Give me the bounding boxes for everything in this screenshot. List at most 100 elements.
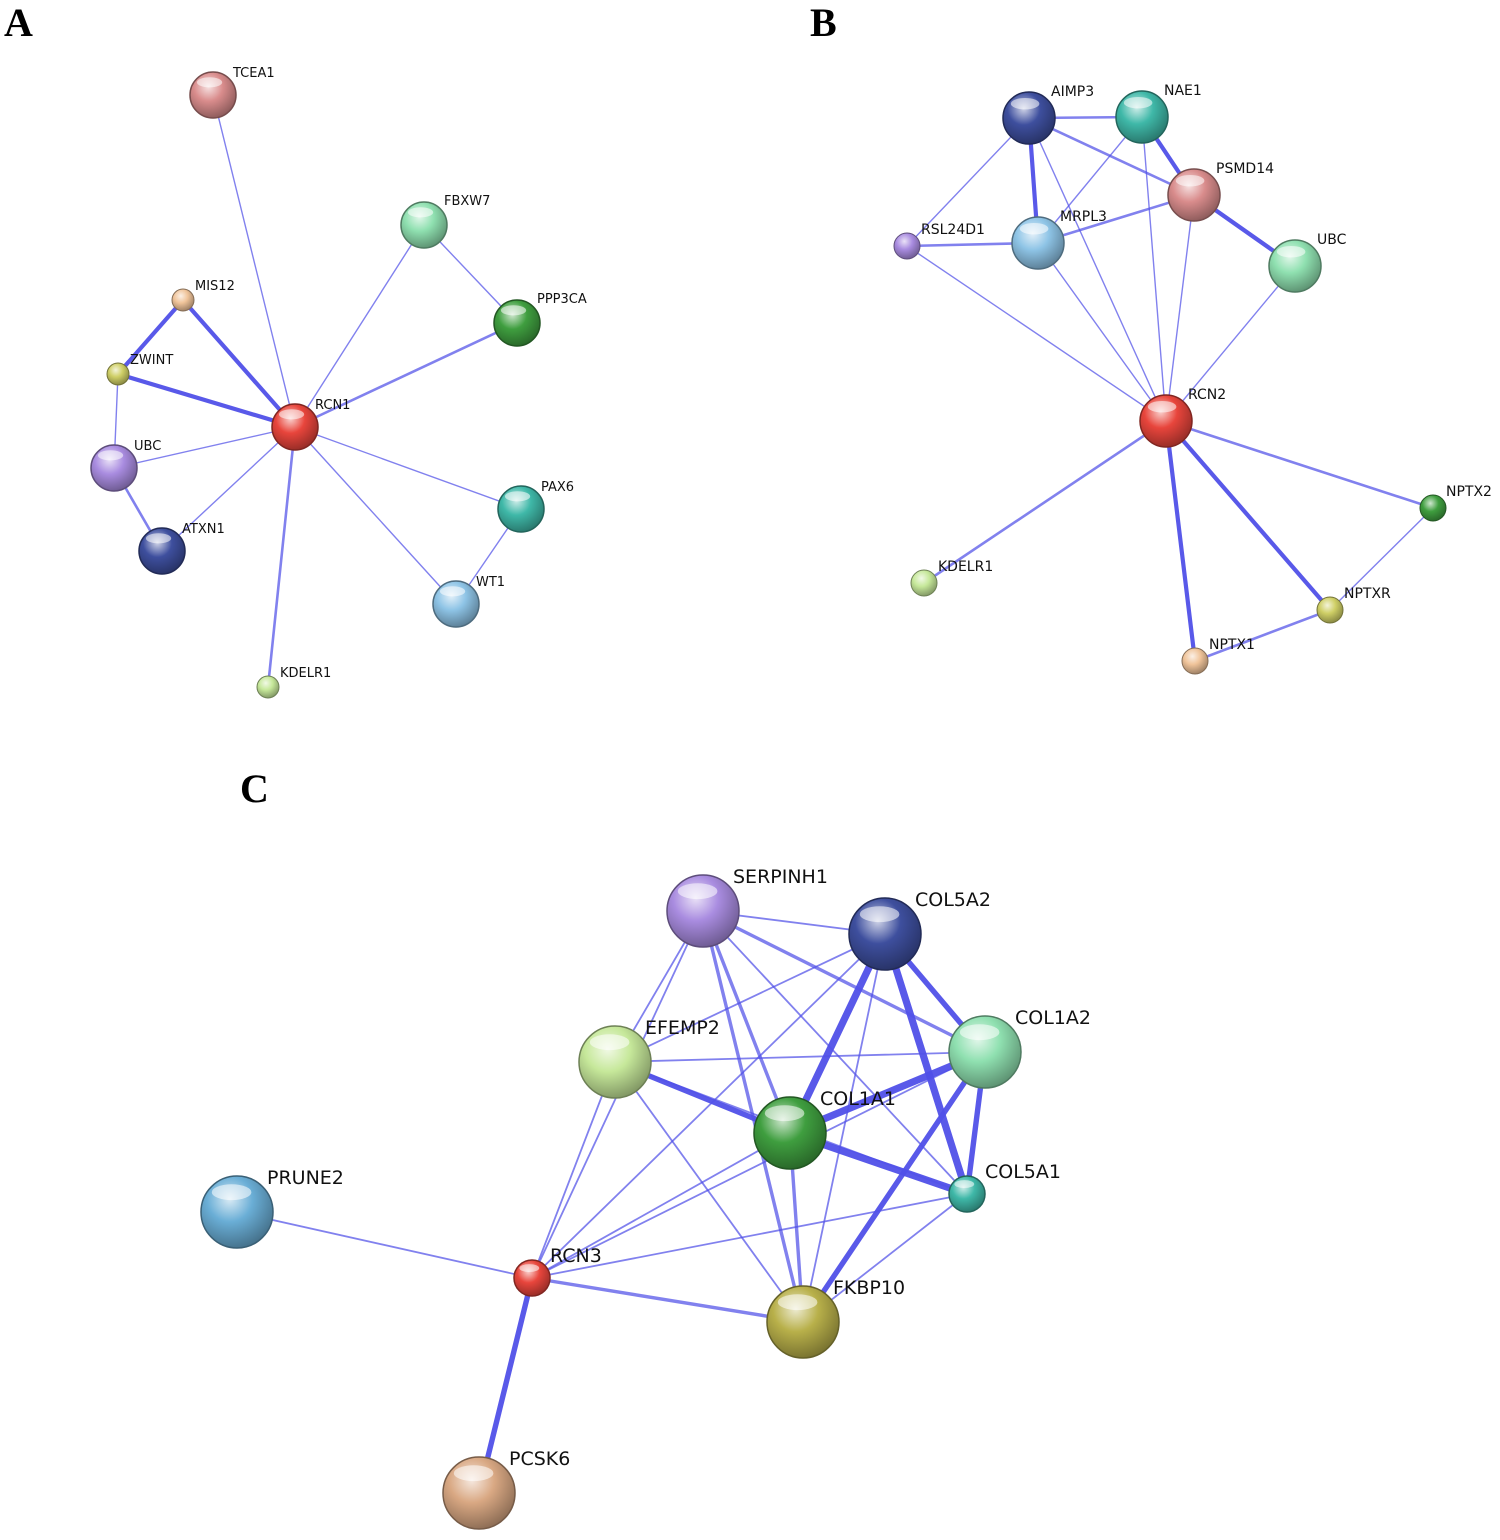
panel-c-node-fkbp10-label: FKBP10 (833, 1277, 905, 1299)
panel-a-edge-rcn1-tcea1 (212, 94, 296, 428)
panel-c-node-col5a1[interactable]: COL5A1 (948, 1161, 1061, 1213)
panel-b-node-rcn2[interactable]: RCN2 (1139, 387, 1226, 448)
panel-b-node-rsl24d1[interactable]: RSL24D1 (893, 222, 985, 260)
panel-a-node-rcn1-label: RCN1 (315, 398, 350, 413)
panel-a-node-rcn1-highlight (278, 409, 305, 420)
panel-a-node-fbxw7[interactable]: FBXW7 (400, 194, 490, 249)
panel-b-edge-psmd14-rcn2 (1165, 194, 1195, 422)
panel-c-node-rcn3[interactable]: RCN3 (513, 1245, 602, 1297)
panel-c-node-col5a2[interactable]: COL5A2 (848, 889, 991, 971)
panel-c-node-pcsk6-highlight (453, 1465, 494, 1482)
panel-a-node-mis12[interactable]: MIS12 (171, 279, 235, 312)
panel-c-node-fkbp10-highlight (777, 1294, 818, 1311)
panel-a-node-atxn1[interactable]: ATXN1 (138, 522, 225, 575)
panel-a-node-ubc[interactable]: UBC (90, 439, 161, 492)
panel-c-edge-col5a2-fkbp10 (802, 933, 886, 1323)
panel-b-node-nptx1-label: NPTX1 (1209, 637, 1255, 653)
panel-b-node-rsl24d1-label: RSL24D1 (921, 222, 985, 238)
panel-b-node-ubc-highlight (1276, 245, 1306, 258)
panel-b-node-aimp3-label: AIMP3 (1051, 84, 1094, 100)
panel-b-node-kdelr1-sphere[interactable] (910, 569, 938, 597)
panel-b-node-kdelr1-label: KDELR1 (938, 559, 993, 575)
panel-c-edge-serpinh1-col1a1 (701, 909, 792, 1135)
panel-a-node-tcea1-label: TCEA1 (232, 66, 275, 81)
panel-b-edge-nae1-rcn2 (1141, 116, 1167, 422)
panel-c-node-fkbp10[interactable]: FKBP10 (766, 1277, 905, 1359)
panel-a-node-kdelr1-sphere[interactable] (256, 675, 280, 699)
panel-a-node-atxn1-label: ATXN1 (182, 522, 225, 537)
panel-b-edge-rcn2-nptxr (1163, 418, 1333, 613)
panel-b-node-nptx2[interactable]: NPTX2 (1419, 484, 1492, 522)
panel-b-node-psmd14-label: PSMD14 (1216, 161, 1274, 177)
panel-c-node-serpinh1-label: SERPINH1 (733, 866, 828, 888)
panel-c-node-col1a2-highlight (959, 1024, 1000, 1041)
panel-a-node-zwint-label: ZWINT (130, 353, 173, 368)
panel-c-node-rcn3-highlight (519, 1264, 540, 1273)
panel-a-node-rcn1[interactable]: RCN1 (271, 398, 350, 451)
panel-c-node-col1a1-highlight (764, 1105, 805, 1122)
panel-a-node-mis12-sphere[interactable] (171, 288, 195, 312)
panel-a-edge-rcn1-mis12 (180, 297, 298, 430)
panel-a-node-pax6[interactable]: PAX6 (497, 480, 574, 533)
panel-a-node-atxn1-highlight (145, 533, 172, 544)
panel-a-node-kdelr1[interactable]: KDELR1 (256, 666, 331, 699)
panel-c-node-col5a2-highlight (859, 906, 900, 923)
panel-a-node-zwint-sphere[interactable] (106, 362, 130, 386)
panel-a-edge-rcn1-fbxw7 (294, 224, 425, 428)
panel-c-edge-serpinh1-col1a2 (701, 909, 987, 1054)
panel-a-edge-mis12-zwint (115, 297, 186, 377)
panel-b-edge-aimp3-rcn2 (1028, 117, 1167, 422)
panel-a-node-zwint[interactable]: ZWINT (106, 353, 173, 386)
panel-b-node-psmd14[interactable]: PSMD14 (1167, 161, 1274, 222)
panel-b-node-rsl24d1-sphere[interactable] (893, 232, 921, 260)
panel-a-node-mis12-label: MIS12 (195, 279, 235, 294)
panel-c-node-serpinh1[interactable]: SERPINH1 (666, 866, 828, 948)
panel-a-edge-rcn1-kdelr1 (266, 425, 297, 689)
panel-b-node-nptxr-sphere[interactable] (1316, 596, 1344, 624)
panel-b-node-nptx1-sphere[interactable] (1181, 647, 1209, 675)
panel-a-node-ppp3ca-label: PPP3CA (537, 292, 587, 307)
panel-c-letter: C (240, 766, 269, 811)
panel-b-node-nptxr-label: NPTXR (1344, 586, 1391, 602)
panel-b-edge-aimp3-psmd14 (1027, 116, 1196, 197)
panel-c-node-col5a1-highlight (954, 1180, 975, 1189)
panel-b-edge-aimp3-rsl24d1 (906, 117, 1030, 247)
panel-c-edge-col5a2-efemp2 (614, 933, 886, 1063)
panel-a-node-ubc-label: UBC (134, 439, 161, 454)
panel-c-edge-col1a1-rcn3 (531, 1132, 791, 1279)
panel-b-node-rcn2-highlight (1147, 400, 1177, 413)
panel-b-edge-rsl24d1-rcn2 (906, 245, 1167, 422)
panel-b-node-kdelr1[interactable]: KDELR1 (910, 559, 993, 597)
panel-b-edge-nae1-mrpl3 (1037, 116, 1143, 244)
panel-b-node-aimp3[interactable]: AIMP3 (1002, 84, 1094, 145)
panel-a-letter: A (4, 0, 33, 45)
panel-c-edge-efemp2-rcn3 (531, 1061, 616, 1279)
panel-b-edge-mrpl3-rcn2 (1037, 242, 1167, 422)
panel-c-node-col1a2-label: COL1A2 (1015, 1007, 1091, 1029)
panel-c-node-efemp2[interactable]: EFEMP2 (578, 1017, 720, 1099)
panel-b-node-nptxr[interactable]: NPTXR (1316, 586, 1391, 624)
panel-c-node-col1a2[interactable]: COL1A2 (948, 1007, 1091, 1089)
panel-b-edge-psmd14-mrpl3 (1036, 193, 1196, 245)
panel-b-node-ubc[interactable]: UBC (1268, 232, 1347, 293)
panel-c-node-col1a1[interactable]: COL1A1 (753, 1088, 896, 1170)
panel-a-node-ppp3ca-highlight (500, 305, 527, 316)
panel-a-node-wt1[interactable]: WT1 (432, 575, 505, 628)
panel-a-node-ppp3ca[interactable]: PPP3CA (493, 292, 587, 347)
panel-b-node-nptx2-label: NPTX2 (1446, 484, 1492, 500)
panel-c-node-pcsk6[interactable]: PCSK6 (442, 1448, 570, 1530)
panel-b-node-nptx2-sphere[interactable] (1419, 494, 1447, 522)
panel-b-node-psmd14-highlight (1175, 174, 1205, 187)
panel-b-node-nptx1[interactable]: NPTX1 (1181, 637, 1255, 675)
panel-b-node-nae1[interactable]: NAE1 (1115, 83, 1202, 144)
panel-a-node-tcea1[interactable]: TCEA1 (189, 66, 275, 119)
panel-c-node-prune2[interactable]: PRUNE2 (200, 1167, 344, 1249)
panel-a-edge-rcn1-ppp3ca (293, 321, 519, 429)
panel-b-node-mrpl3[interactable]: MRPL3 (1011, 209, 1107, 270)
panel-b-edge-rcn2-nptx1 (1163, 418, 1198, 664)
panel-b-edge-rcn2-nptx2 (1164, 419, 1435, 510)
